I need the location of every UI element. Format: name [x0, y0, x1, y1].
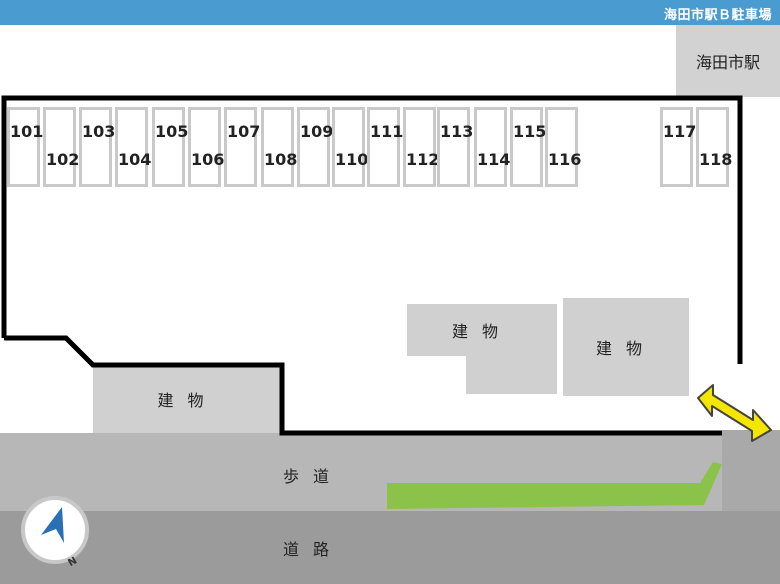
- parking-slot: [115, 107, 148, 187]
- entrance-ramp: [722, 430, 780, 511]
- building-label: 建物: [595, 339, 656, 358]
- parking-slot-number: 105: [155, 122, 189, 141]
- parking-slot-number: 103: [82, 122, 116, 141]
- parking-slot: [79, 107, 112, 187]
- parking-slot: [403, 107, 436, 187]
- parking-slot-number: 102: [46, 150, 80, 169]
- parking-slot: [261, 107, 294, 187]
- station-box: 海田市駅: [676, 25, 780, 97]
- parking-slot: [545, 107, 578, 187]
- parking-slot: [7, 107, 40, 187]
- parking-slot: [332, 107, 365, 187]
- parking-slot-number: 118: [699, 150, 733, 169]
- compass-north-label: N: [66, 555, 79, 569]
- parking-slot: [43, 107, 76, 187]
- entrance-arrow: [697, 384, 772, 442]
- parking-slot-number: 101: [10, 122, 44, 141]
- parking-slot-number: 113: [440, 122, 474, 141]
- building-label: 建物: [157, 391, 218, 410]
- parking-slot-number: 111: [370, 122, 404, 141]
- parking-slot-number: 112: [406, 150, 440, 169]
- parking-slot-number: 114: [477, 150, 511, 169]
- sidewalk-label: 歩道: [283, 467, 344, 486]
- parking-slot: [367, 107, 400, 187]
- parking-slot-number: 117: [663, 122, 697, 141]
- compass-icon: N: [21, 496, 89, 569]
- building-2: 建物: [407, 304, 557, 356]
- parking-slot: [297, 107, 330, 187]
- parking-slot-number: 109: [300, 122, 334, 141]
- parking-slot: [437, 107, 470, 187]
- parking-slot-number: 106: [191, 150, 225, 169]
- building-1: 建物: [93, 365, 282, 433]
- grass-strip: [387, 462, 722, 509]
- road-label: 道路: [283, 540, 344, 559]
- page-title: 海田市駅Ｂ駐車場: [663, 8, 772, 23]
- parking-slot: [660, 107, 693, 187]
- road-area: [0, 511, 780, 584]
- parking-slot: [510, 107, 543, 187]
- parking-slot: [696, 107, 729, 187]
- parking-slot-number: 108: [264, 150, 298, 169]
- parking-slot-number: 104: [118, 150, 152, 169]
- parking-slot-number: 115: [513, 122, 547, 141]
- lot-outline-bottom: [4, 335, 722, 436]
- parking-slot: [474, 107, 507, 187]
- station-label: 海田市駅: [695, 53, 760, 72]
- lot-outline-top: [1, 95, 743, 364]
- parking-slot-number: 107: [227, 122, 261, 141]
- building-3: 建物: [563, 298, 689, 396]
- parking-slot: [152, 107, 185, 187]
- parking-slot: [224, 107, 257, 187]
- building-2-extension: [466, 356, 557, 394]
- parking-slot-number: 110: [335, 150, 369, 169]
- building-label: 建物: [451, 322, 512, 341]
- header-bar: 海田市駅Ｂ駐車場: [0, 0, 780, 25]
- parking-slot-number: 116: [548, 150, 582, 169]
- parking-slot: [188, 107, 221, 187]
